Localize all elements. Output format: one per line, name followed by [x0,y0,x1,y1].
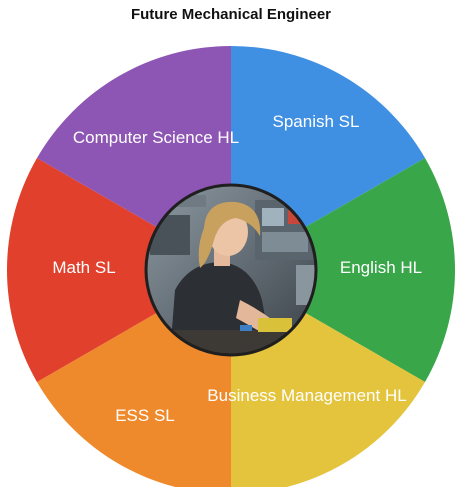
segment-math [6,158,232,382]
segment-label-spanish: Spanish SL [273,112,360,131]
segment-label-business: Business Management HL [207,386,406,405]
segment-label-math: Math SL [52,258,115,277]
diagram-title: Future Mechanical Engineer [130,6,332,23]
segment-label-ess: ESS SL [115,406,175,425]
segment-english [231,158,456,382]
segment-label-english: English HL [340,258,422,277]
segment-label-computer-science: Computer Science HL [73,128,239,147]
